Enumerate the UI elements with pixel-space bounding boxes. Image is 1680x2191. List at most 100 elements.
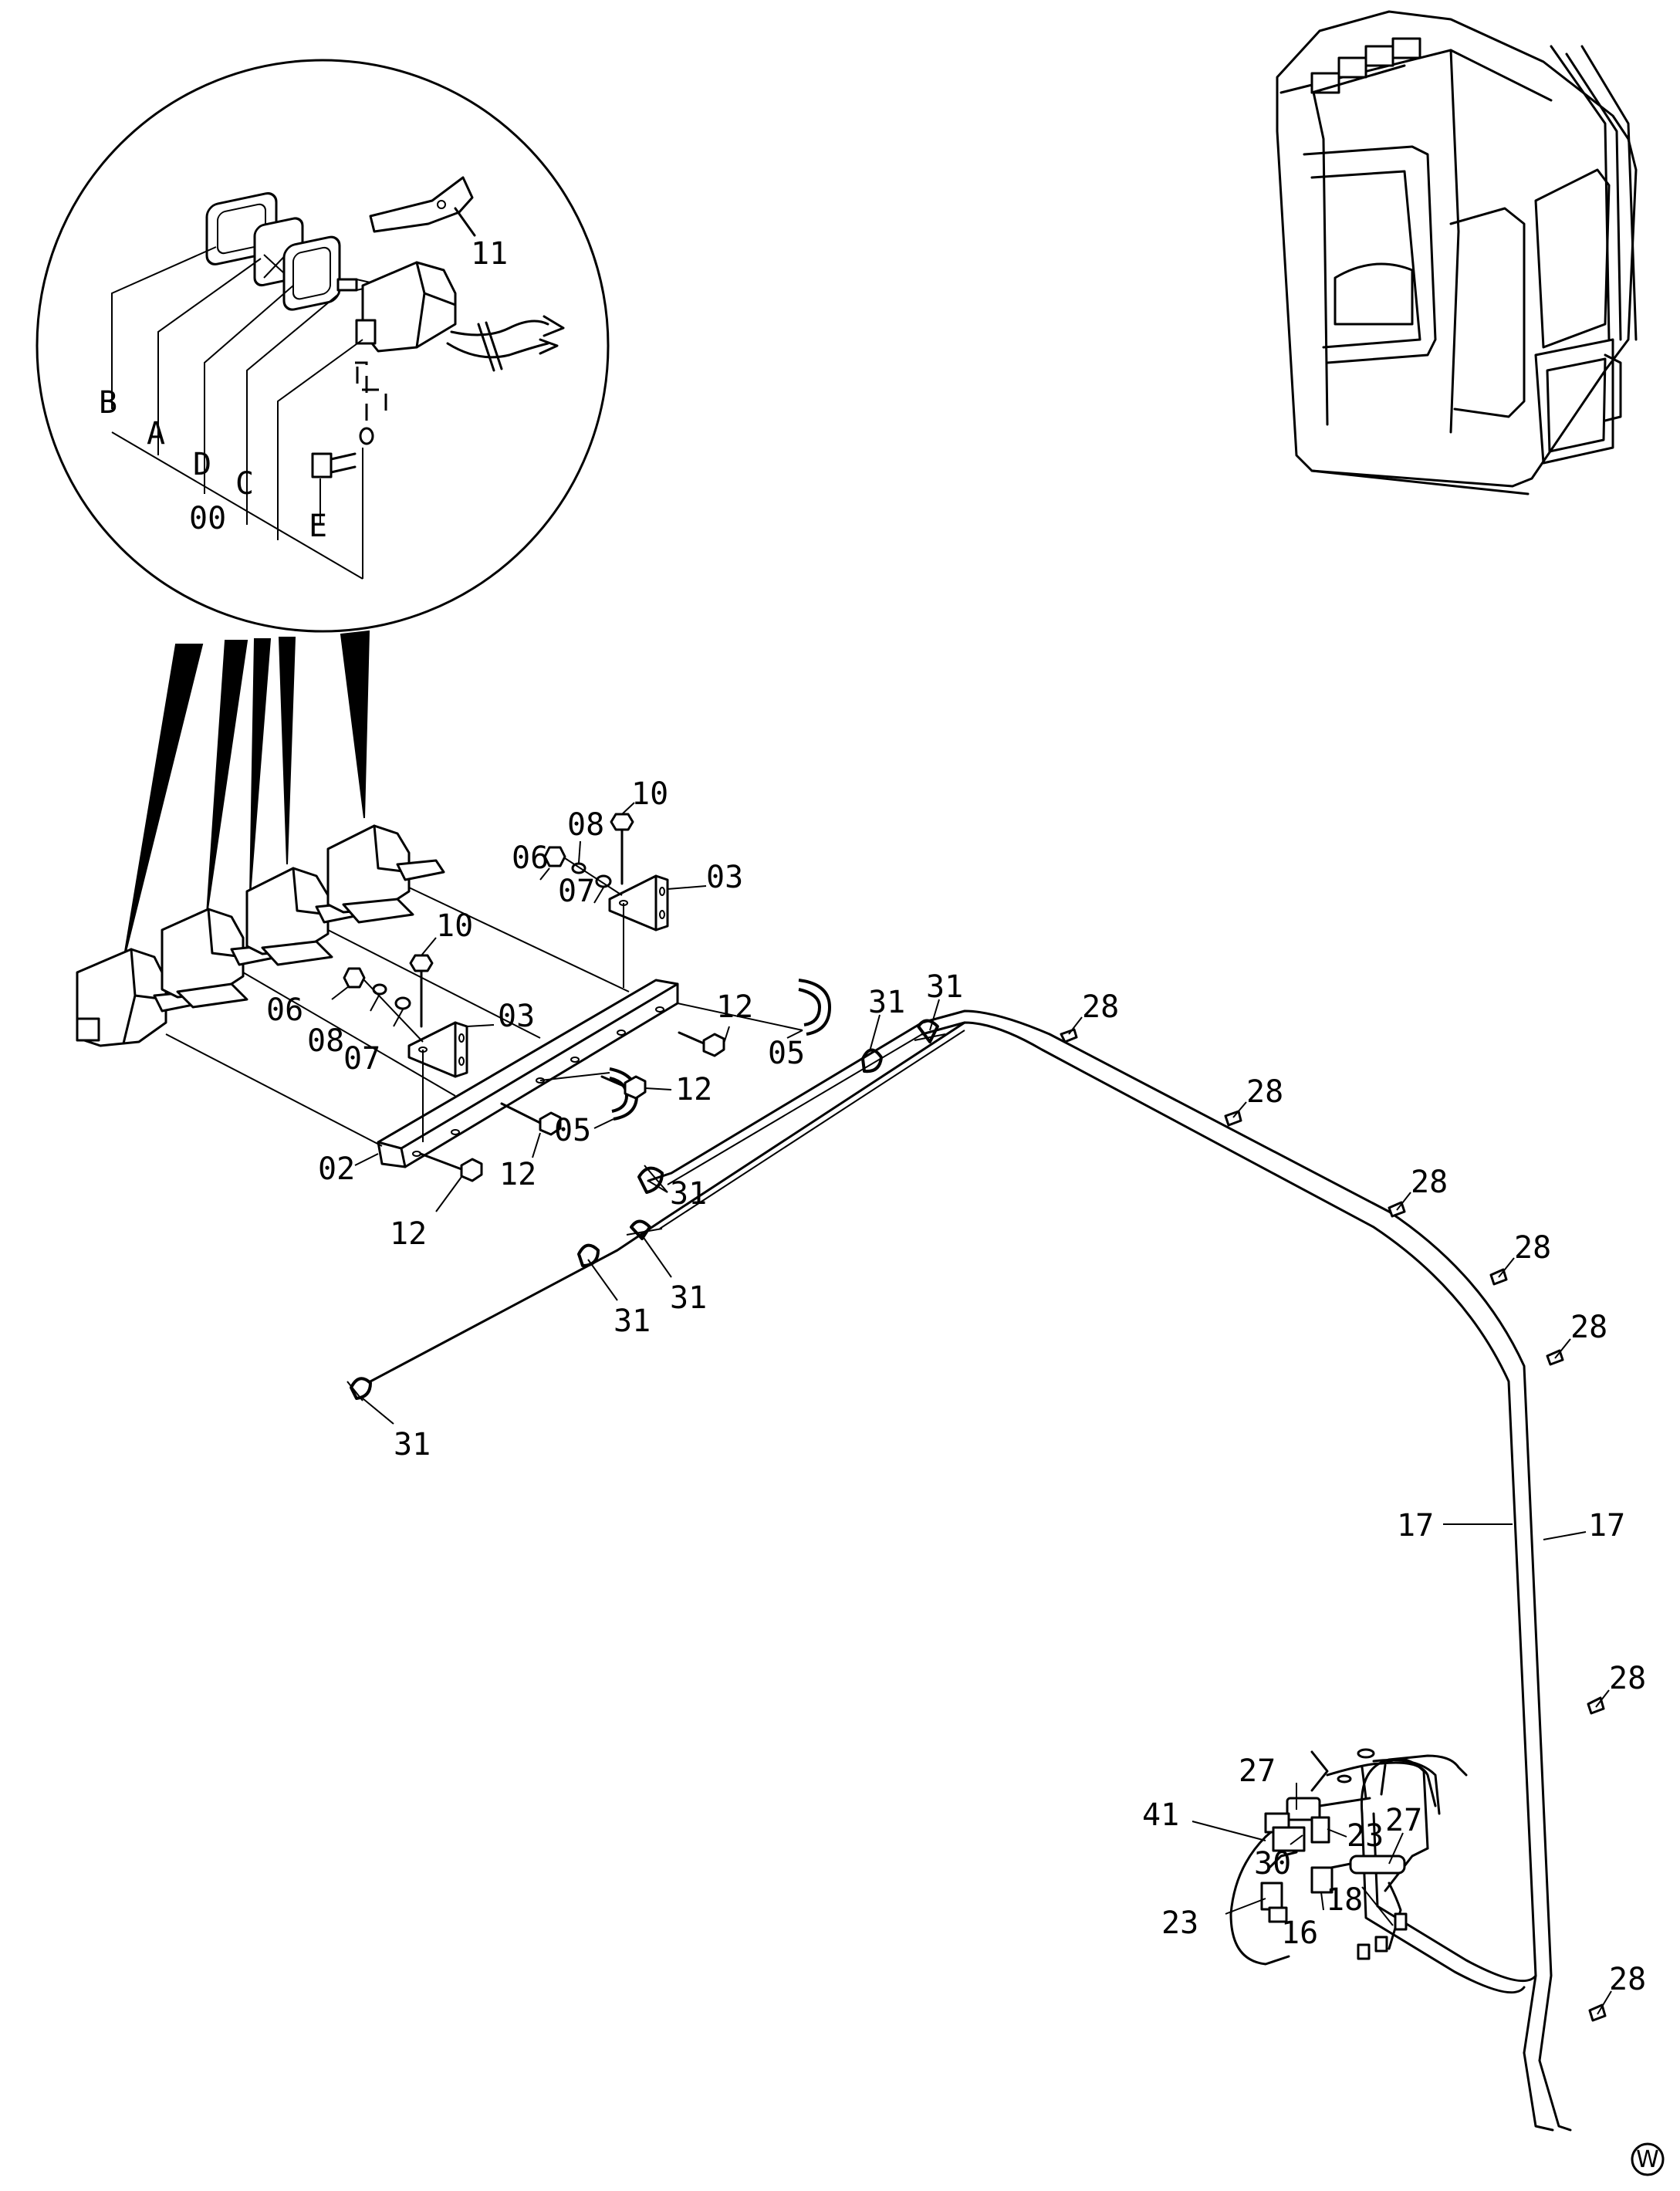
mount-rail-02 bbox=[377, 979, 679, 1168]
callout-16: 16 bbox=[1281, 1915, 1318, 1951]
callout-31-c: 31 bbox=[670, 1176, 707, 1212]
work-lamp-4 bbox=[326, 824, 445, 924]
nut-06-top bbox=[543, 846, 566, 867]
callout-28-f: 28 bbox=[1609, 1661, 1646, 1696]
callout-12-mid: 12 bbox=[675, 1072, 712, 1107]
bolt-12-mid bbox=[600, 1075, 647, 1100]
harness-branch-lower bbox=[369, 1021, 966, 1383]
callout-10-top: 10 bbox=[631, 776, 668, 812]
clip-31-e bbox=[626, 1219, 663, 1240]
callout-08-mid: 08 bbox=[307, 1023, 344, 1059]
callout-31-f: 31 bbox=[394, 1427, 431, 1462]
bolt-10-mid bbox=[409, 954, 434, 1028]
leader-wedge bbox=[278, 637, 296, 865]
callout-07-top: 07 bbox=[558, 874, 595, 909]
connector-16 bbox=[1310, 1866, 1334, 1894]
bolt-10-top bbox=[610, 813, 634, 885]
callout-31-b: 31 bbox=[926, 969, 963, 1005]
callout-d: D bbox=[193, 447, 211, 482]
watermark-badge: W bbox=[1631, 2142, 1665, 2176]
clip-31-c bbox=[637, 1165, 668, 1194]
callout-02: 02 bbox=[318, 1151, 355, 1187]
callout-12-center: 12 bbox=[499, 1157, 536, 1192]
connector-23-upper bbox=[1310, 1816, 1330, 1844]
clip-31-b bbox=[914, 1019, 946, 1043]
callout-12-bottom: 12 bbox=[390, 1216, 427, 1252]
clip-31-a bbox=[861, 1048, 883, 1074]
bracket-03-mid bbox=[407, 1021, 468, 1142]
connector-30 bbox=[1272, 1826, 1306, 1852]
callout-23-b: 23 bbox=[1161, 1905, 1198, 1941]
callout-31-a: 31 bbox=[868, 985, 905, 1020]
harness-17-inner bbox=[921, 1021, 1537, 2054]
callout-12-right: 12 bbox=[716, 989, 753, 1025]
lamp-housing bbox=[355, 261, 565, 372]
callout-07-mid: 07 bbox=[343, 1041, 380, 1077]
washer-07-top bbox=[595, 874, 612, 888]
callout-28-a: 28 bbox=[1082, 989, 1119, 1025]
washer-07-mid bbox=[394, 996, 411, 1010]
callout-23-a: 23 bbox=[1347, 1818, 1384, 1854]
callout-27-b: 27 bbox=[1385, 1803, 1422, 1838]
callout-28-c: 28 bbox=[1411, 1165, 1448, 1200]
bracket-03-top bbox=[608, 874, 669, 988]
tie-28-b bbox=[1224, 1110, 1242, 1127]
callout-28-d: 28 bbox=[1514, 1230, 1551, 1266]
connector-27-right bbox=[1349, 1855, 1406, 1875]
callout-30: 30 bbox=[1254, 1846, 1291, 1882]
leader-wedge bbox=[340, 630, 370, 819]
callout-b: B bbox=[99, 385, 117, 421]
cab-overview bbox=[1276, 10, 1638, 495]
wire-harness: 10 08 06 07 03 10 03 06 08 07 12 05 12 0… bbox=[266, 776, 1646, 2132]
callout-17-left: 17 bbox=[1397, 1508, 1434, 1544]
leader-wedge bbox=[123, 644, 204, 962]
watermark-letter: W bbox=[1636, 2146, 1659, 2173]
callout-10-mid: 10 bbox=[436, 908, 473, 944]
callout-18: 18 bbox=[1326, 1882, 1363, 1918]
callout-03-top: 03 bbox=[706, 860, 743, 895]
callout-17-right: 17 bbox=[1588, 1508, 1625, 1544]
callout-05-mid: 05 bbox=[554, 1113, 591, 1148]
work-lamp-3 bbox=[245, 867, 364, 966]
callout-31-d: 31 bbox=[670, 1280, 707, 1316]
u-bolt-05-right bbox=[677, 979, 831, 1036]
bracket-11 bbox=[369, 176, 476, 237]
callout-28-b: 28 bbox=[1246, 1074, 1283, 1110]
detail-view: 11 B A D C 00 E bbox=[35, 59, 610, 962]
callout-08-top: 08 bbox=[567, 807, 604, 843]
leader-wedge bbox=[249, 638, 272, 896]
callout-e: E bbox=[309, 509, 327, 544]
tie-28-g bbox=[1588, 2003, 1607, 2022]
callout-05-right: 05 bbox=[768, 1036, 805, 1071]
callout-28-g: 28 bbox=[1609, 1962, 1646, 1997]
callout-11: 11 bbox=[471, 236, 508, 272]
detail-circle bbox=[35, 59, 610, 633]
callout-06-top: 06 bbox=[512, 840, 549, 876]
bolt-12-center bbox=[500, 1102, 562, 1136]
callout-27-a: 27 bbox=[1239, 1753, 1276, 1789]
screw-e bbox=[311, 361, 387, 478]
callout-00: 00 bbox=[189, 501, 226, 536]
callout-a: A bbox=[147, 416, 165, 451]
work-lamp-2 bbox=[161, 908, 279, 1009]
nut-06-mid bbox=[343, 967, 366, 989]
lens-frame-d bbox=[282, 235, 341, 311]
leader-wedge bbox=[206, 640, 248, 915]
bolt-12-right bbox=[678, 1031, 725, 1057]
callout-31-e: 31 bbox=[614, 1303, 651, 1339]
clip-31-d bbox=[577, 1243, 600, 1267]
callout-03-mid: 03 bbox=[498, 999, 535, 1034]
lamp-assembly bbox=[76, 813, 831, 1182]
bolt-12-bottom bbox=[419, 1152, 483, 1182]
connector-23-lower bbox=[1260, 1882, 1283, 1911]
callout-41: 41 bbox=[1142, 1797, 1179, 1833]
callout-28-e: 28 bbox=[1570, 1310, 1607, 1345]
callout-c: C bbox=[235, 466, 254, 502]
tie-28-a bbox=[1060, 1028, 1078, 1043]
connector-27 bbox=[1286, 1797, 1321, 1821]
callout-06-mid: 06 bbox=[266, 992, 303, 1028]
connector-18 bbox=[1394, 1912, 1408, 1931]
harness-17-outer bbox=[921, 1009, 1553, 2062]
clip-31-f bbox=[346, 1377, 372, 1401]
